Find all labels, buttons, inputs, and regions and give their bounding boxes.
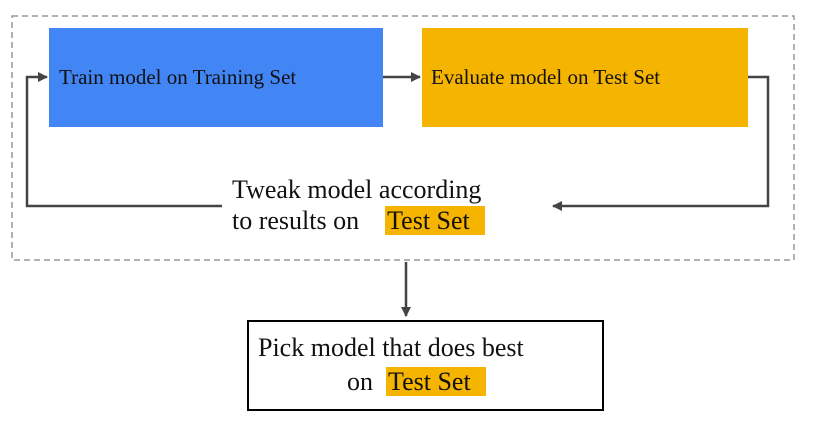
tweak-test-set-highlight: Test Set	[385, 206, 485, 235]
arrow-evaluate-to-tweak	[552, 75, 770, 211]
pick-model-label-line2: on Test Set	[347, 367, 486, 397]
pick-model-label-prefix: on	[347, 367, 373, 396]
train-box-bg	[49, 28, 383, 127]
evaluate-box-bg	[422, 28, 748, 127]
pick-test-set-highlight: Test Set	[386, 367, 486, 396]
evaluate-model-label: Evaluate model on Test Set	[431, 65, 661, 89]
tweak-model-label-line2: to results on Test Set	[232, 206, 485, 236]
training-loop-group	[11, 15, 795, 261]
arrow-tweak-to-train	[25, 72, 222, 208]
train-model-label: Train model on Training Set	[59, 65, 297, 89]
pick-model-label-line1: Pick model that does best	[258, 333, 524, 362]
tweak-model-label-line1: Tweak model according	[232, 175, 482, 204]
tweak-model-label-prefix: to results on	[232, 206, 360, 235]
